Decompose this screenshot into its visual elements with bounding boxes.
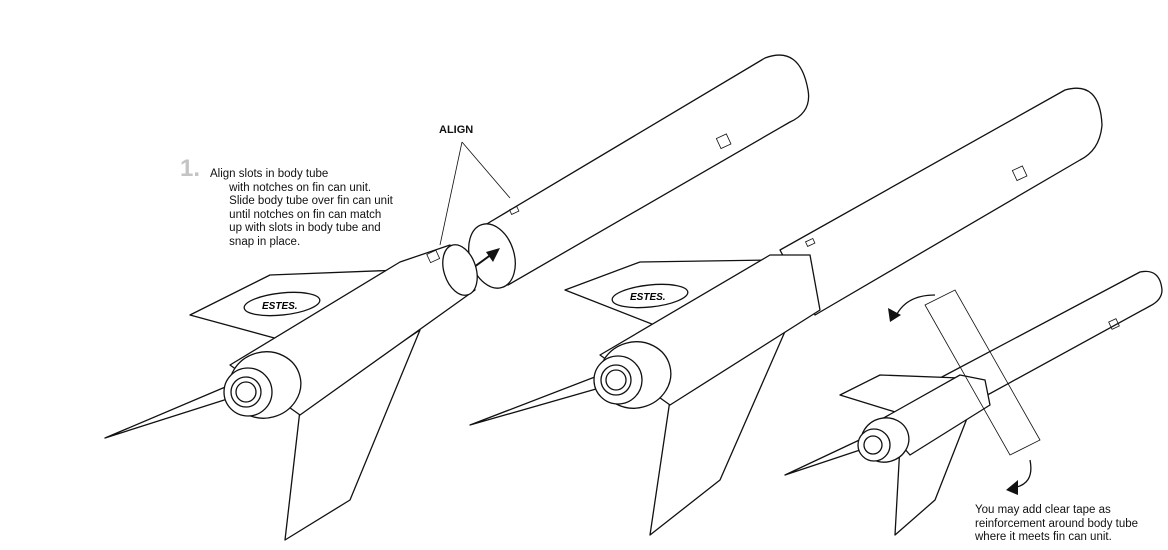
step-instruction-text: Align slots in body tube with notches on… xyxy=(210,168,393,248)
estes-logo-icon xyxy=(243,291,321,317)
tape-note-text: You may add clear tape as reinforcement … xyxy=(975,504,1139,543)
estes-logo-text: ESTES. xyxy=(262,301,298,312)
left-fin xyxy=(104,384,241,439)
align-label: ALIGN xyxy=(439,124,474,136)
figure-assembled-view: ESTES. xyxy=(469,87,1103,536)
body-tube-separate xyxy=(468,54,810,289)
estes-logo-text-2: ESTES. xyxy=(630,292,666,303)
step-number: 1. xyxy=(180,155,201,182)
figure-tape-view xyxy=(784,270,1163,536)
rotate-arrow-icon xyxy=(888,294,1032,495)
tape-band xyxy=(924,289,1041,456)
leader-line-icon xyxy=(439,141,511,246)
fin-can-unit: ESTES. xyxy=(104,244,478,541)
figure-exploded-view: ESTES. xyxy=(104,54,810,541)
